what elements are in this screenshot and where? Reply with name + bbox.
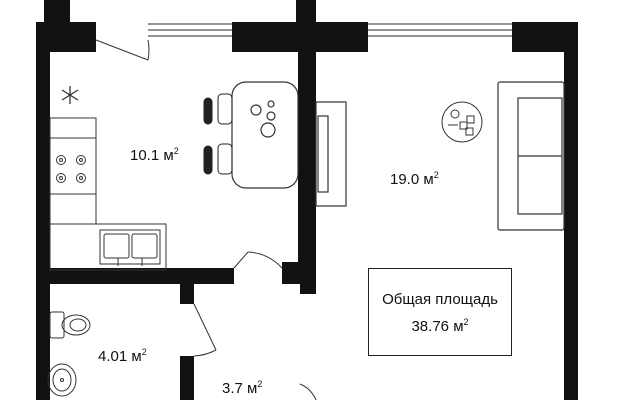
bathroom-door: [193, 303, 217, 357]
stove-icon: [56, 155, 86, 183]
living-room-area-label: 19.0 м2: [390, 170, 439, 189]
kitchen-door: [233, 251, 283, 269]
kitchen-area-label: 10.1 м2: [130, 146, 179, 165]
balcony-door: [95, 39, 150, 61]
bathroom-area-label: 4.01 м2: [98, 347, 147, 366]
hall-area-label: 3.7 м2: [222, 379, 263, 398]
living-window: [368, 23, 512, 37]
total-area-box: Общая площадь 38.76 м2: [368, 268, 512, 356]
hall-door: [299, 383, 317, 400]
plant-icon: [441, 101, 483, 143]
kitchen-counter: [49, 117, 167, 271]
sofa-icon: [497, 81, 565, 231]
walls: [36, 0, 578, 400]
total-area-title: Общая площадь: [382, 291, 498, 308]
sink-icon: [99, 229, 161, 266]
washbasin-icon: [47, 363, 77, 397]
toilet-icon: [49, 311, 91, 339]
dining-table-icon: [231, 81, 299, 189]
snowflake-icon: [61, 86, 79, 104]
total-area-value: 38.76 м2: [411, 317, 469, 336]
tv-stand-icon: [315, 101, 347, 207]
kitchen-window: [148, 23, 232, 37]
dining-chairs: [203, 93, 233, 175]
